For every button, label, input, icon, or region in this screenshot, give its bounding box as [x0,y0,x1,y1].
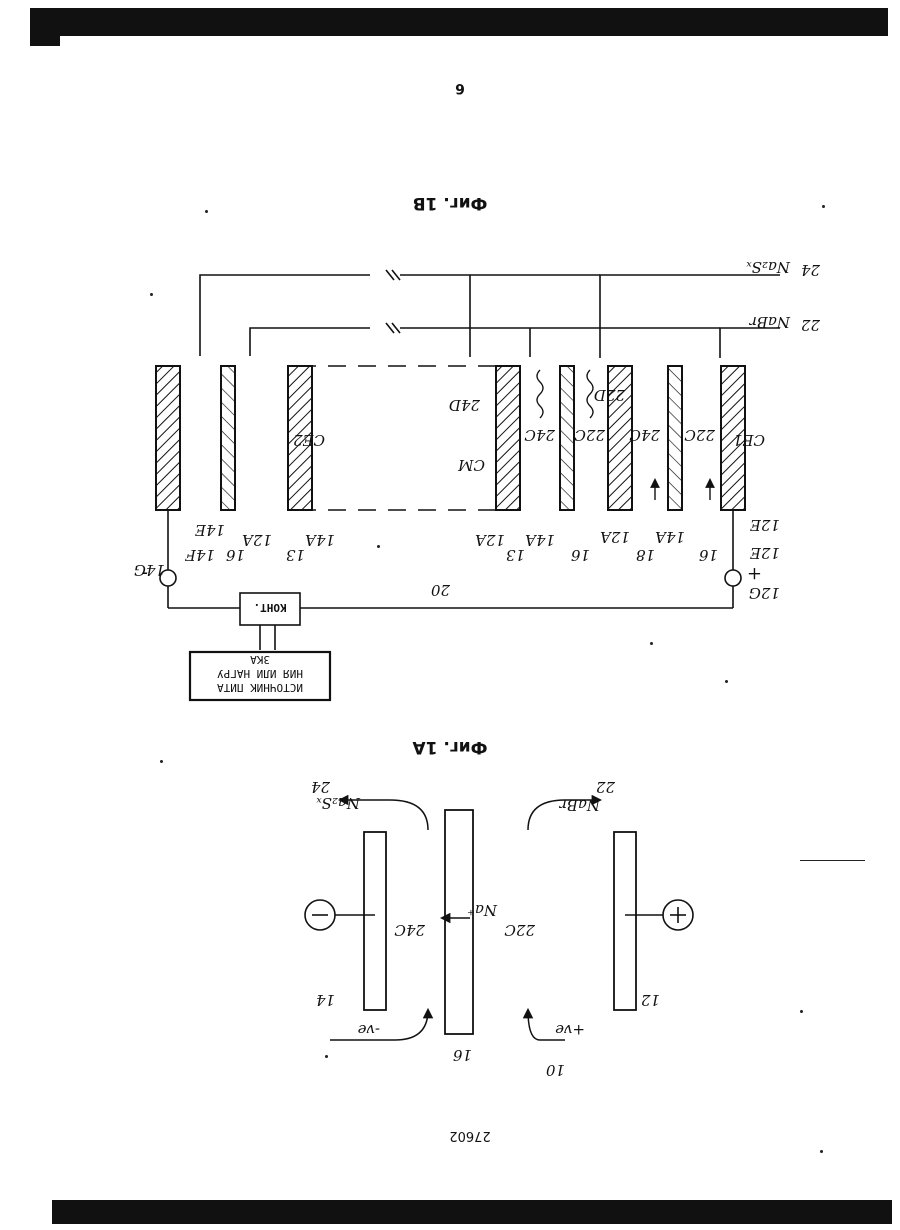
label-22-chem: NaBr [749,313,791,331]
label-24c: 24C [629,426,661,444]
figure-1b: Фиг. 1B [134,193,821,700]
label-18: 18 [636,546,655,564]
electrolyte-manifolds [200,270,780,358]
power-source-line-2: НИЯ ИЛИ НАГРУ [217,667,303,680]
label-13: 13 [286,546,305,564]
label-24c: 24C [394,921,426,939]
label-cm: CM [458,456,485,474]
label-22: 22 [801,316,821,334]
label-24: 24 [311,778,331,796]
plus-sign: + [747,563,762,584]
label-16: 16 [452,1046,472,1064]
figure-1a-caption: Фиг. 1A [412,737,488,757]
scan-speck [800,1010,803,1013]
label-12g: 12G [749,584,780,602]
label-na-ion: Na⁺ [467,901,498,919]
figure-1b-caption: Фиг. 1B [413,193,488,213]
electrode-14 [364,832,386,1010]
membrane-16 [445,810,473,1034]
minus-sign: - [141,563,148,587]
power-source-line-1: ИСТОЧНИК ПИТА [217,681,303,694]
electrode-12 [614,832,636,1010]
label-14: 14 [316,991,335,1009]
scan-speck [725,680,728,683]
power-source-line-3: ЗКА [250,653,270,666]
label-24: 24 [801,261,821,279]
membrane-16 [668,366,682,510]
label-22d: 22D [594,386,626,404]
label-24-chem: Na₂Sₓ [316,794,361,812]
membrane-16 [560,366,574,510]
label-16: 16 [570,546,590,564]
scan-speck [150,293,153,296]
label-pos: +ve [555,1021,585,1039]
label-ce2: CE2 [293,431,325,449]
label-14f: 14F [185,546,215,564]
scan-speck [820,1150,823,1153]
external-circuit [160,510,741,650]
scan-speck [160,760,163,763]
label-12e: 12E [750,516,780,534]
label-ce1: CE1 [733,431,765,449]
scan-line [800,860,865,861]
label-16: 16 [225,546,245,564]
label-12: 12 [641,991,660,1009]
scan-speck [650,642,653,645]
label-12e: 12E [750,544,780,562]
label-12a: 12A [242,531,272,549]
label-20: 20 [430,581,451,599]
scan-speck [377,545,380,548]
label-24d: 24D [449,396,481,414]
figure-1a: Фиг. 1A 22 NaBr 24 Na₂Sₓ 22C 24C [305,737,693,1079]
label-24-chem: Na₂Sₓ [746,258,791,276]
label-10: 10 [545,1061,565,1079]
label-22c: 22C [504,921,536,939]
controller-label: КОНТ. [253,601,286,614]
stack-continuation [312,366,496,510]
label-14a: 14A [525,531,555,549]
label-22c: 22C [574,426,606,444]
label-22: 22 [596,778,616,796]
scan-speck [205,210,208,213]
label-14e: 14E [195,521,225,539]
scan-speck [822,205,825,208]
membrane-16 [221,366,235,510]
label-13: 13 [506,546,525,564]
label-22c: 22C [684,426,716,444]
label-14a: 14A [305,531,335,549]
label-neg: -ve [357,1021,380,1039]
label-12a: 12A [600,528,630,546]
label-16: 16 [698,546,718,564]
scan-speck [325,1055,328,1058]
end-electrode [156,366,180,510]
label-14g: 14G [134,561,165,579]
bipolar-electrode-cm [496,366,520,510]
label-12a: 12A [475,531,505,549]
label-24c: 24C [524,426,556,444]
label-22-chem: NaBr [559,796,601,814]
label-14a: 14A [655,528,685,546]
